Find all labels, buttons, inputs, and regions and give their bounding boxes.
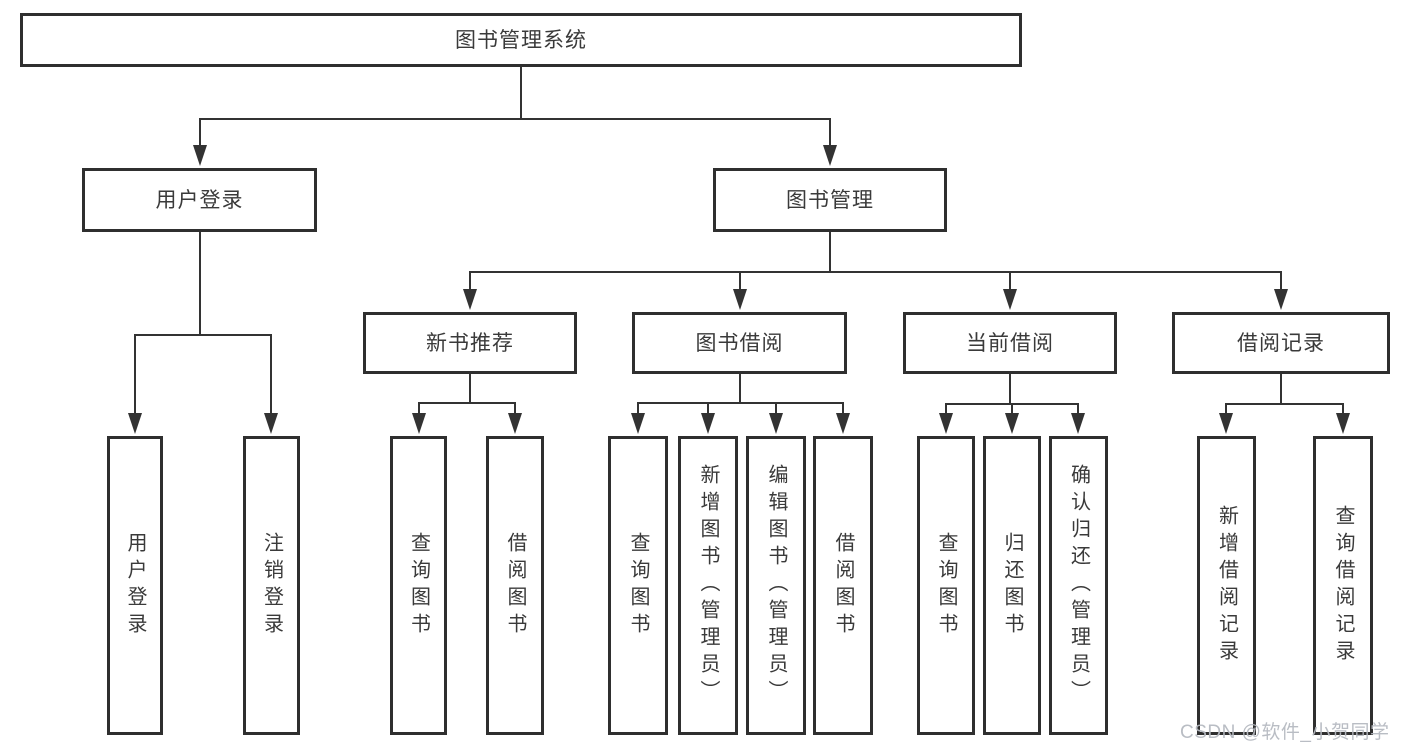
leaf-user-login-label: 用户登录 [124,531,146,640]
leaf-query-books-recommend: 查询图书 [390,436,447,735]
arrow-leaf-edit-book [769,413,783,434]
arrow-user-login [193,145,207,166]
leaf-add-book-admin: 新增图书（管理员） [678,436,738,735]
node-book-management: 图书管理 [713,168,947,232]
watermark: CSDN @软件_小贺同学 [1180,722,1390,743]
leaf-logout-label: 注销登录 [260,531,283,640]
leaf-borrow-books-recommend-label: 借阅图书 [504,531,526,640]
leaf-query-borrow-record-label: 查询借阅记录 [1332,504,1354,667]
leaf-query-borrow-record: 查询借阅记录 [1313,436,1373,735]
leaf-query-books-recommend-label: 查询图书 [407,531,430,640]
arrow-borrow-records [1274,289,1288,310]
node-new-book-recommend: 新书推荐 [363,312,577,374]
node-book-borrowing: 图书借阅 [632,312,847,374]
leaf-return-books-label: 归还图书 [1001,531,1023,640]
arrow-leaf-confirm-return [1071,413,1085,434]
leaf-query-books-current-label: 查询图书 [935,531,957,640]
arrow-book-mgmt [823,145,837,166]
arrow-book-borrow [733,289,747,310]
arrow-leaf-logout [264,413,278,434]
new-book-bar [418,402,516,416]
level2-bar [199,118,831,148]
leaf-query-books-current: 查询图书 [917,436,975,735]
arrow-leaf-add-book [701,413,715,434]
arrow-leaf-user-login [128,413,142,434]
leaf-borrow-books-recommend: 借阅图书 [486,436,544,735]
leaf-borrow-books-borrowing-label: 借阅图书 [832,531,854,640]
arrow-leaf-query-3 [939,413,953,434]
arrow-leaf-query-1 [412,413,426,434]
leaf-user-login: 用户登录 [107,436,163,735]
leaf-edit-book-admin: 编辑图书（管理员） [746,436,806,735]
book-borrow-drops [707,403,777,416]
leaf-return-books: 归还图书 [983,436,1041,735]
borrow-records-bar [1225,403,1344,416]
arrow-leaf-add-record [1219,413,1233,434]
level3-drops [739,272,1011,292]
leaf-borrow-books-borrowing: 借阅图书 [813,436,873,735]
arrow-new-book [463,289,477,310]
leaf-add-borrow-record-label: 新增借阅记录 [1215,504,1238,667]
arrow-leaf-query-2 [631,413,645,434]
node-user-login: 用户登录 [82,168,317,232]
level3-bar [469,271,1282,292]
arrow-leaf-return [1005,413,1019,434]
node-current-borrowing: 当前借阅 [903,312,1117,374]
user-login-bar [134,334,272,416]
leaf-edit-book-admin-label: 编辑图书（管理员） [765,464,787,707]
leaf-confirm-return-admin-label: 确认归还（管理员） [1067,464,1090,707]
leaf-query-books-borrowing: 查询图书 [608,436,668,735]
leaf-logout: 注销登录 [243,436,300,735]
arrow-current-borrow [1003,289,1017,310]
book-borrow-bar [637,402,844,416]
leaf-confirm-return-admin: 确认归还（管理员） [1049,436,1108,735]
node-borrowing-records: 借阅记录 [1172,312,1390,374]
arrowheads [128,145,1350,434]
arrow-leaf-borrow-2 [836,413,850,434]
arrow-leaf-query-record [1336,413,1350,434]
leaf-add-borrow-record: 新增借阅记录 [1197,436,1256,735]
leaf-add-book-admin-label: 新增图书（管理员） [697,464,719,707]
leaf-query-books-borrowing-label: 查询图书 [627,531,649,640]
node-root: 图书管理系统 [20,13,1022,67]
arrow-leaf-borrow-1 [508,413,522,434]
